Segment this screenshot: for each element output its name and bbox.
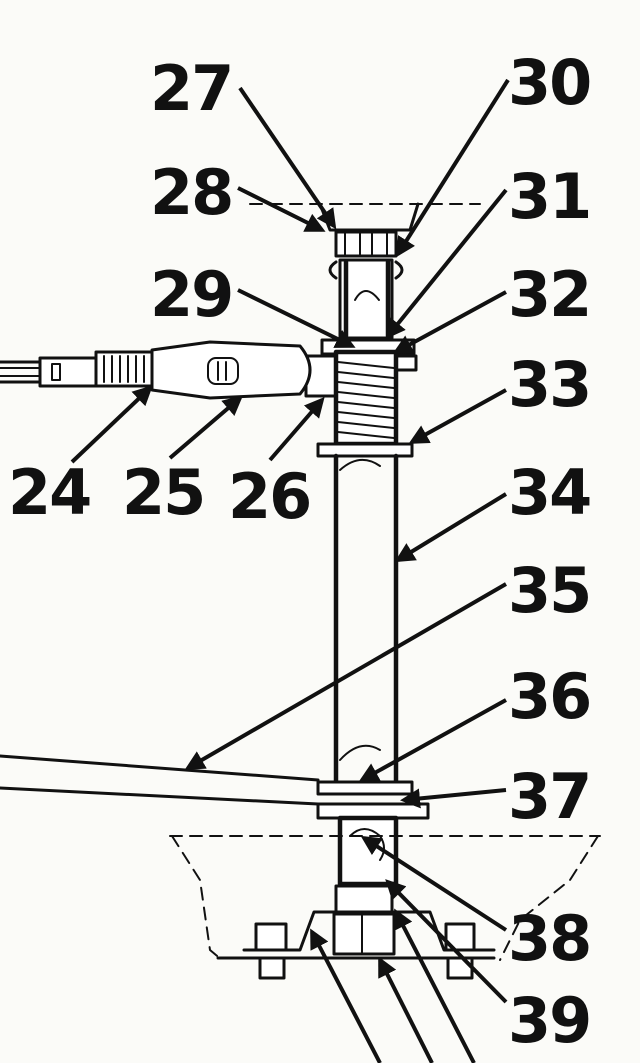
main-shaft xyxy=(333,453,399,785)
callout-28: 28 xyxy=(150,156,232,229)
callout-29: 29 xyxy=(150,258,232,331)
callout-39: 39 xyxy=(508,984,590,1057)
callout-25: 25 xyxy=(122,456,204,529)
callout-35: 35 xyxy=(508,554,590,627)
callout-36: 36 xyxy=(508,660,590,733)
spring-collar xyxy=(304,338,418,458)
callout-31: 31 xyxy=(508,160,590,233)
callout-37: 37 xyxy=(508,760,590,833)
lower-rod xyxy=(0,754,320,806)
callout-30: 30 xyxy=(508,46,590,119)
callout-33: 33 xyxy=(508,348,590,421)
callout-38: 38 xyxy=(508,902,590,975)
upper-sleeve xyxy=(328,258,404,340)
cable-assembly xyxy=(0,340,312,400)
callout-32: 32 xyxy=(508,258,590,331)
top-mount-bracket xyxy=(249,202,481,258)
base-bracket xyxy=(242,884,496,980)
callout-26: 26 xyxy=(228,460,310,533)
callout-24: 24 xyxy=(8,456,90,529)
callout-34: 34 xyxy=(508,456,590,529)
leader-lines xyxy=(70,78,510,1063)
callout-27: 27 xyxy=(150,52,232,125)
